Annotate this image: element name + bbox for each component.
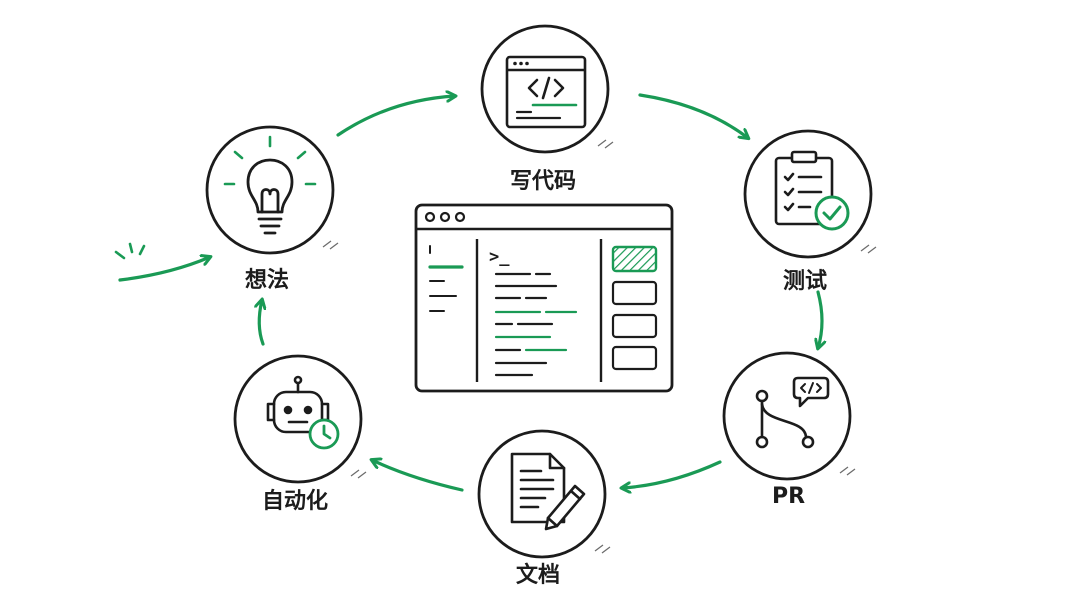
arrow-auto-to-idea [259, 300, 263, 346]
check-badge-icon [814, 195, 850, 231]
checklist-clipboard-icon [774, 150, 834, 226]
arrow-test-to-pr [818, 290, 822, 348]
ide-window-icon [414, 203, 674, 393]
node-docs-circle [477, 429, 607, 559]
arrow-docs-to-auto [372, 460, 464, 492]
arrow-idea-to-code [336, 96, 455, 137]
node-pr-circle [722, 351, 852, 481]
arrow-pr-to-docs [622, 460, 722, 488]
terminal-prompt: >_ [489, 247, 510, 267]
circle-shadow-hatching [322, 139, 877, 554]
arrow-code-to-test [638, 93, 748, 138]
node-label-code: 写代码 [510, 169, 577, 194]
arrow-start-to-idea [118, 257, 210, 282]
node-test-circle [743, 129, 873, 259]
clock-badge-icon [308, 418, 340, 450]
lightbulb-icon [246, 158, 294, 235]
git-branch-code-icon [755, 376, 830, 449]
lightbulb-rays-icon [223, 135, 317, 186]
start-spark-icon [114, 242, 146, 260]
node-label-test: 测试 [783, 269, 828, 294]
document-pencil-icon [510, 452, 586, 531]
node-label-auto: 自动化 [262, 489, 329, 514]
node-label-docs: 文档 [516, 563, 561, 588]
node-auto-circle [233, 354, 363, 484]
code-window-icon [505, 55, 587, 129]
node-label-pr: PR [772, 484, 806, 509]
node-label-idea: 想法 [245, 268, 290, 293]
